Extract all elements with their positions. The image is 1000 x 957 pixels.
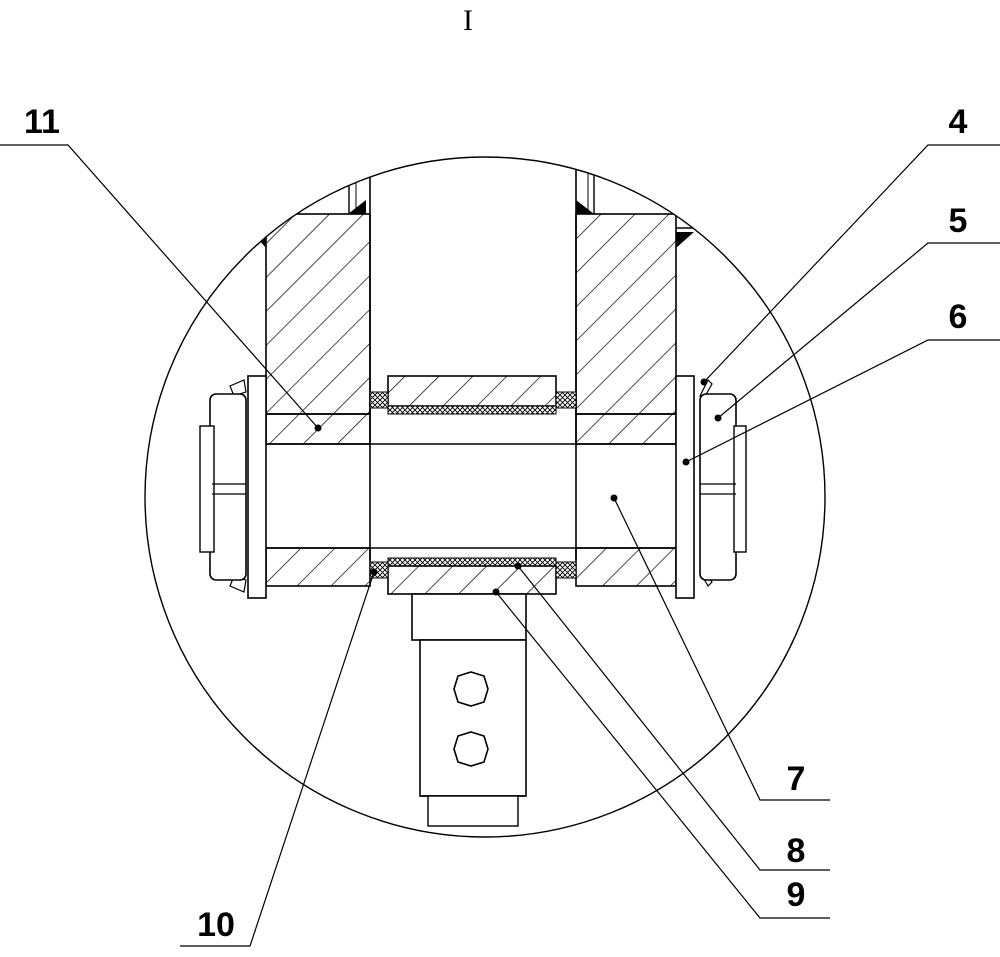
weld-inner-right	[576, 200, 594, 214]
leader-lines	[0, 144, 1000, 947]
nut-left-cap	[199, 425, 215, 553]
washer-left	[247, 375, 267, 599]
leader-5	[717, 242, 1000, 419]
leader-6	[685, 339, 1000, 463]
callout-9: 9	[787, 876, 806, 914]
sleeve-top	[387, 375, 557, 407]
leader-9	[495, 591, 830, 919]
callout-6: 6	[949, 298, 968, 336]
bracket-plate	[419, 639, 527, 797]
leader-7	[613, 497, 830, 801]
bushing-right-top	[575, 413, 677, 445]
nut-right-cap	[733, 425, 747, 553]
liner-top	[387, 405, 557, 415]
bolt-hole-lower-icon	[453, 731, 489, 767]
callout-7: 7	[787, 760, 806, 798]
callout-5: 5	[949, 202, 968, 240]
callout-8: 8	[787, 832, 806, 870]
bushing-right-bottom	[575, 547, 677, 587]
leader-8	[517, 565, 830, 871]
detail-circle	[144, 156, 826, 838]
lug-block-left	[265, 213, 371, 415]
detail-label: I	[463, 4, 473, 37]
weld-right	[676, 232, 694, 248]
washer-right	[675, 375, 695, 599]
leader-11	[0, 144, 319, 429]
leader-dots	[314, 378, 722, 596]
callout-4: 4	[949, 103, 968, 141]
lug-block-right	[575, 213, 677, 415]
bracket-foot	[427, 795, 519, 827]
seal-bottom-right	[555, 561, 577, 579]
callout-10: 10	[197, 906, 235, 944]
weld-left	[252, 232, 266, 248]
nut-right	[699, 393, 737, 581]
seal-top-right	[555, 391, 577, 409]
nut-left	[209, 393, 247, 581]
leader-10	[180, 571, 375, 947]
assembly	[150, 157, 825, 827]
bolt-hole-upper-icon	[453, 671, 489, 707]
leader-4	[703, 144, 1000, 383]
bushing-left-bottom	[265, 547, 371, 587]
sleeve-bottom	[387, 565, 557, 595]
seal-top-left	[369, 391, 389, 409]
weld-inner-left	[348, 200, 366, 214]
liner-bottom	[387, 557, 557, 567]
callout-11: 11	[24, 103, 60, 141]
bracket-neck	[411, 593, 527, 641]
